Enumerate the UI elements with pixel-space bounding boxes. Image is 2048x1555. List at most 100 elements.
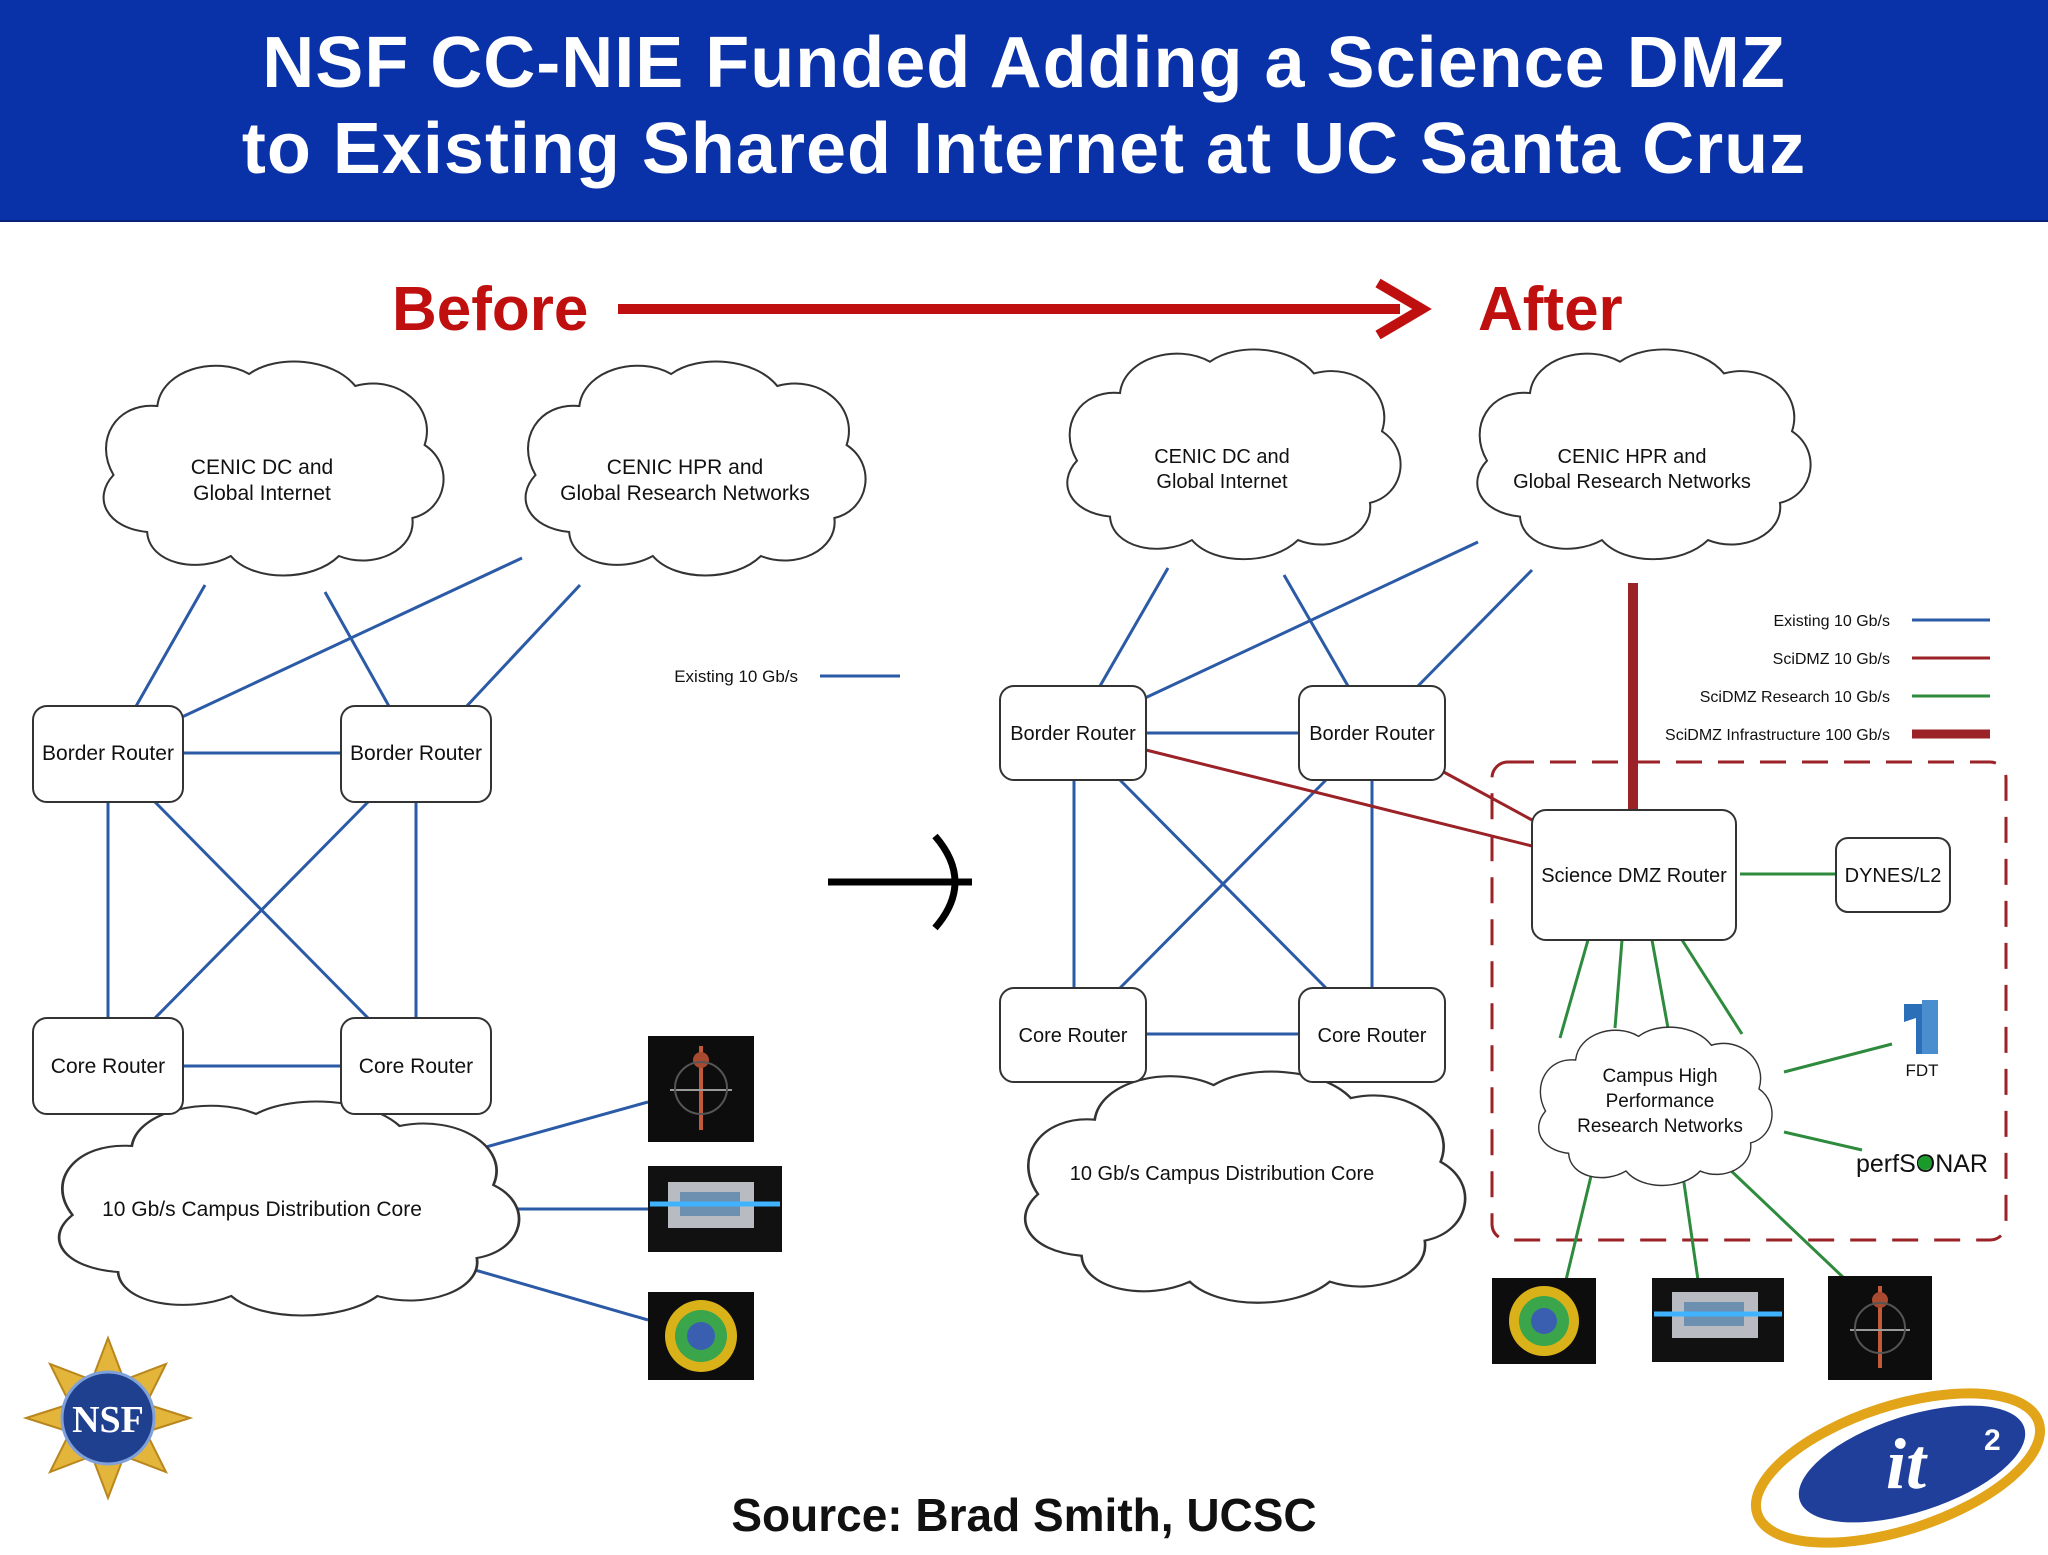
link: [1416, 568, 1534, 688]
link: [153, 800, 370, 1020]
svg-text:FDT: FDT: [1905, 1061, 1938, 1080]
link: [1783, 1130, 1863, 1152]
after-research-links: [1558, 872, 1893, 1282]
before-diagram: CENIC DC and Global Internet CENIC HPR a…: [32, 360, 900, 1380]
after-cloud-research: Campus High Performance Research Network…: [1537, 1026, 1773, 1187]
title-line-2: to Existing Shared Internet at UC Santa …: [241, 109, 1807, 189]
svg-text:DYNES/L2: DYNES/L2: [1845, 865, 1942, 887]
svg-text:Existing 10 Gb/s: Existing 10 Gb/s: [674, 667, 798, 686]
svg-text:Core Router: Core Router: [1318, 1025, 1427, 1047]
before-core-router-2: Core Router: [340, 1017, 492, 1115]
before-image-anatomy: [648, 1036, 754, 1142]
after-border-router-2: Border Router: [1298, 685, 1446, 781]
before-legend: Existing 10 Gb/s: [674, 667, 900, 686]
science-dmz-router: Science DMZ Router: [1531, 809, 1737, 941]
after-cloud-cenic-dc: CENIC DC and Global Internet: [1066, 348, 1402, 561]
before-image-detector: [648, 1166, 782, 1252]
svg-text:Core Router: Core Router: [359, 1055, 473, 1078]
svg-text:SciDMZ Research 10 Gb/s: SciDMZ Research 10 Gb/s: [1700, 689, 1890, 706]
link: [467, 1100, 649, 1154]
dynes-l2-box: DYNES/L2: [1835, 837, 1951, 913]
link: [1681, 1175, 1700, 1281]
after-cloud-campus: 10 Gb/s Campus Distribution Core: [1023, 1070, 1467, 1305]
middle-arrow: [828, 833, 972, 931]
svg-text:Campus High: Campus High: [1602, 1066, 1717, 1087]
link: [1724, 1164, 1848, 1282]
svg-text:Performance: Performance: [1606, 1091, 1715, 1112]
svg-text:Science DMZ Router: Science DMZ Router: [1541, 865, 1727, 887]
after-image-anatomy: [1828, 1276, 1932, 1380]
link: [1439, 768, 1533, 822]
svg-text:CENIC HPR and: CENIC HPR and: [1558, 446, 1707, 468]
title-line-1: NSF CC-NIE Funded Adding a Science DMZ: [262, 23, 1786, 103]
svg-text:CENIC DC and: CENIC DC and: [191, 456, 333, 479]
svg-text:Global Research Networks: Global Research Networks: [1513, 471, 1751, 493]
link: [1680, 939, 1744, 1035]
after-border-router-1: Border Router: [999, 685, 1147, 781]
svg-text:SciDMZ 10 Gb/s: SciDMZ 10 Gb/s: [1773, 651, 1890, 668]
svg-text:Core Router: Core Router: [51, 1055, 165, 1078]
after-image-molecule: [1492, 1278, 1596, 1364]
link: [1613, 939, 1624, 1029]
link: [1098, 567, 1170, 687]
before-cloud-campus: 10 Gb/s Campus Distribution Core: [57, 1100, 521, 1317]
after-core-router-1: Core Router: [999, 987, 1147, 1083]
science-dmz-boundary: [1490, 760, 2008, 1242]
svg-text:Existing 10 Gb/s: Existing 10 Gb/s: [1774, 613, 1891, 630]
link: [133, 584, 207, 709]
perfsonar-logo: perfSONAR: [1856, 1150, 1988, 1178]
before-cloud-cenic-hpr: CENIC HPR and Global Research Networks: [524, 360, 867, 577]
svg-text:2: 2: [1984, 1424, 2001, 1457]
link: [1650, 939, 1670, 1029]
after-core-router-2: Core Router: [1298, 987, 1446, 1083]
before-after-arrow-head: [1375, 278, 1432, 340]
after-scidmz-links: [1145, 583, 1638, 848]
link: [181, 556, 523, 719]
before-cloud-cenic-dc: CENIC DC and Global Internet: [102, 360, 445, 577]
after-label: After: [1478, 275, 1623, 344]
svg-text:Research Networks: Research Networks: [1577, 1116, 1743, 1137]
before-border-router-1: Border Router: [32, 705, 184, 803]
after-diagram: CENIC DC and Global Internet CENIC HPR a…: [999, 348, 2008, 1380]
svg-text:CENIC DC and: CENIC DC and: [1154, 446, 1290, 468]
before-image-molecule: [648, 1292, 754, 1380]
before-label: Before: [392, 275, 588, 344]
link: [463, 583, 582, 710]
svg-text:SciDMZ Infrastructure 100 Gb/s: SciDMZ Infrastructure 100 Gb/s: [1665, 727, 1890, 744]
link: [323, 591, 392, 709]
fdt-icon: FDT: [1904, 1000, 1939, 1080]
link: [1564, 1171, 1594, 1281]
source-caption: Source: Brad Smith, UCSC: [731, 1489, 1317, 1541]
before-links: [106, 556, 649, 1322]
link: [467, 1266, 649, 1322]
after-image-detector: [1652, 1278, 1784, 1362]
svg-text:Global Internet: Global Internet: [1156, 471, 1288, 493]
link: [1118, 778, 1328, 990]
link: [1558, 939, 1590, 1039]
before-border-router-2: Border Router: [340, 705, 492, 803]
svg-text:Border Router: Border Router: [1309, 723, 1435, 745]
svg-text:Global Internet: Global Internet: [193, 482, 331, 505]
svg-text:10 Gb/s Campus Distribution Co: 10 Gb/s Campus Distribution Core: [1070, 1163, 1375, 1185]
svg-text:10 Gb/s Campus Distribution Co: 10 Gb/s Campus Distribution Core: [102, 1198, 422, 1221]
after-cloud-cenic-hpr: CENIC HPR and Global Research Networks: [1476, 348, 1812, 561]
link: [1783, 1042, 1893, 1074]
title-banner: NSF CC-NIE Funded Adding a Science DMZ t…: [0, 0, 2048, 222]
svg-text:NSF: NSF: [72, 1399, 144, 1441]
svg-text:Border Router: Border Router: [350, 742, 482, 765]
svg-text:it: it: [1886, 1424, 1928, 1504]
svg-text:CENIC HPR and: CENIC HPR and: [607, 456, 763, 479]
svg-text:Core Router: Core Router: [1019, 1025, 1128, 1047]
link: [1144, 540, 1479, 700]
after-legend: Existing 10 Gb/s SciDMZ 10 Gb/s SciDMZ R…: [1665, 613, 1990, 744]
svg-text:Global Research Networks: Global Research Networks: [560, 482, 810, 505]
after-existing-links: [1072, 540, 1534, 1036]
nsf-logo: NSF: [22, 1335, 194, 1501]
link: [1282, 574, 1350, 687]
it2-logo: it 2: [1750, 1388, 2046, 1548]
link: [1145, 748, 1533, 848]
svg-text:Border Router: Border Router: [42, 742, 174, 765]
svg-text:Border Router: Border Router: [1010, 723, 1136, 745]
before-core-router-1: Core Router: [32, 1017, 184, 1115]
